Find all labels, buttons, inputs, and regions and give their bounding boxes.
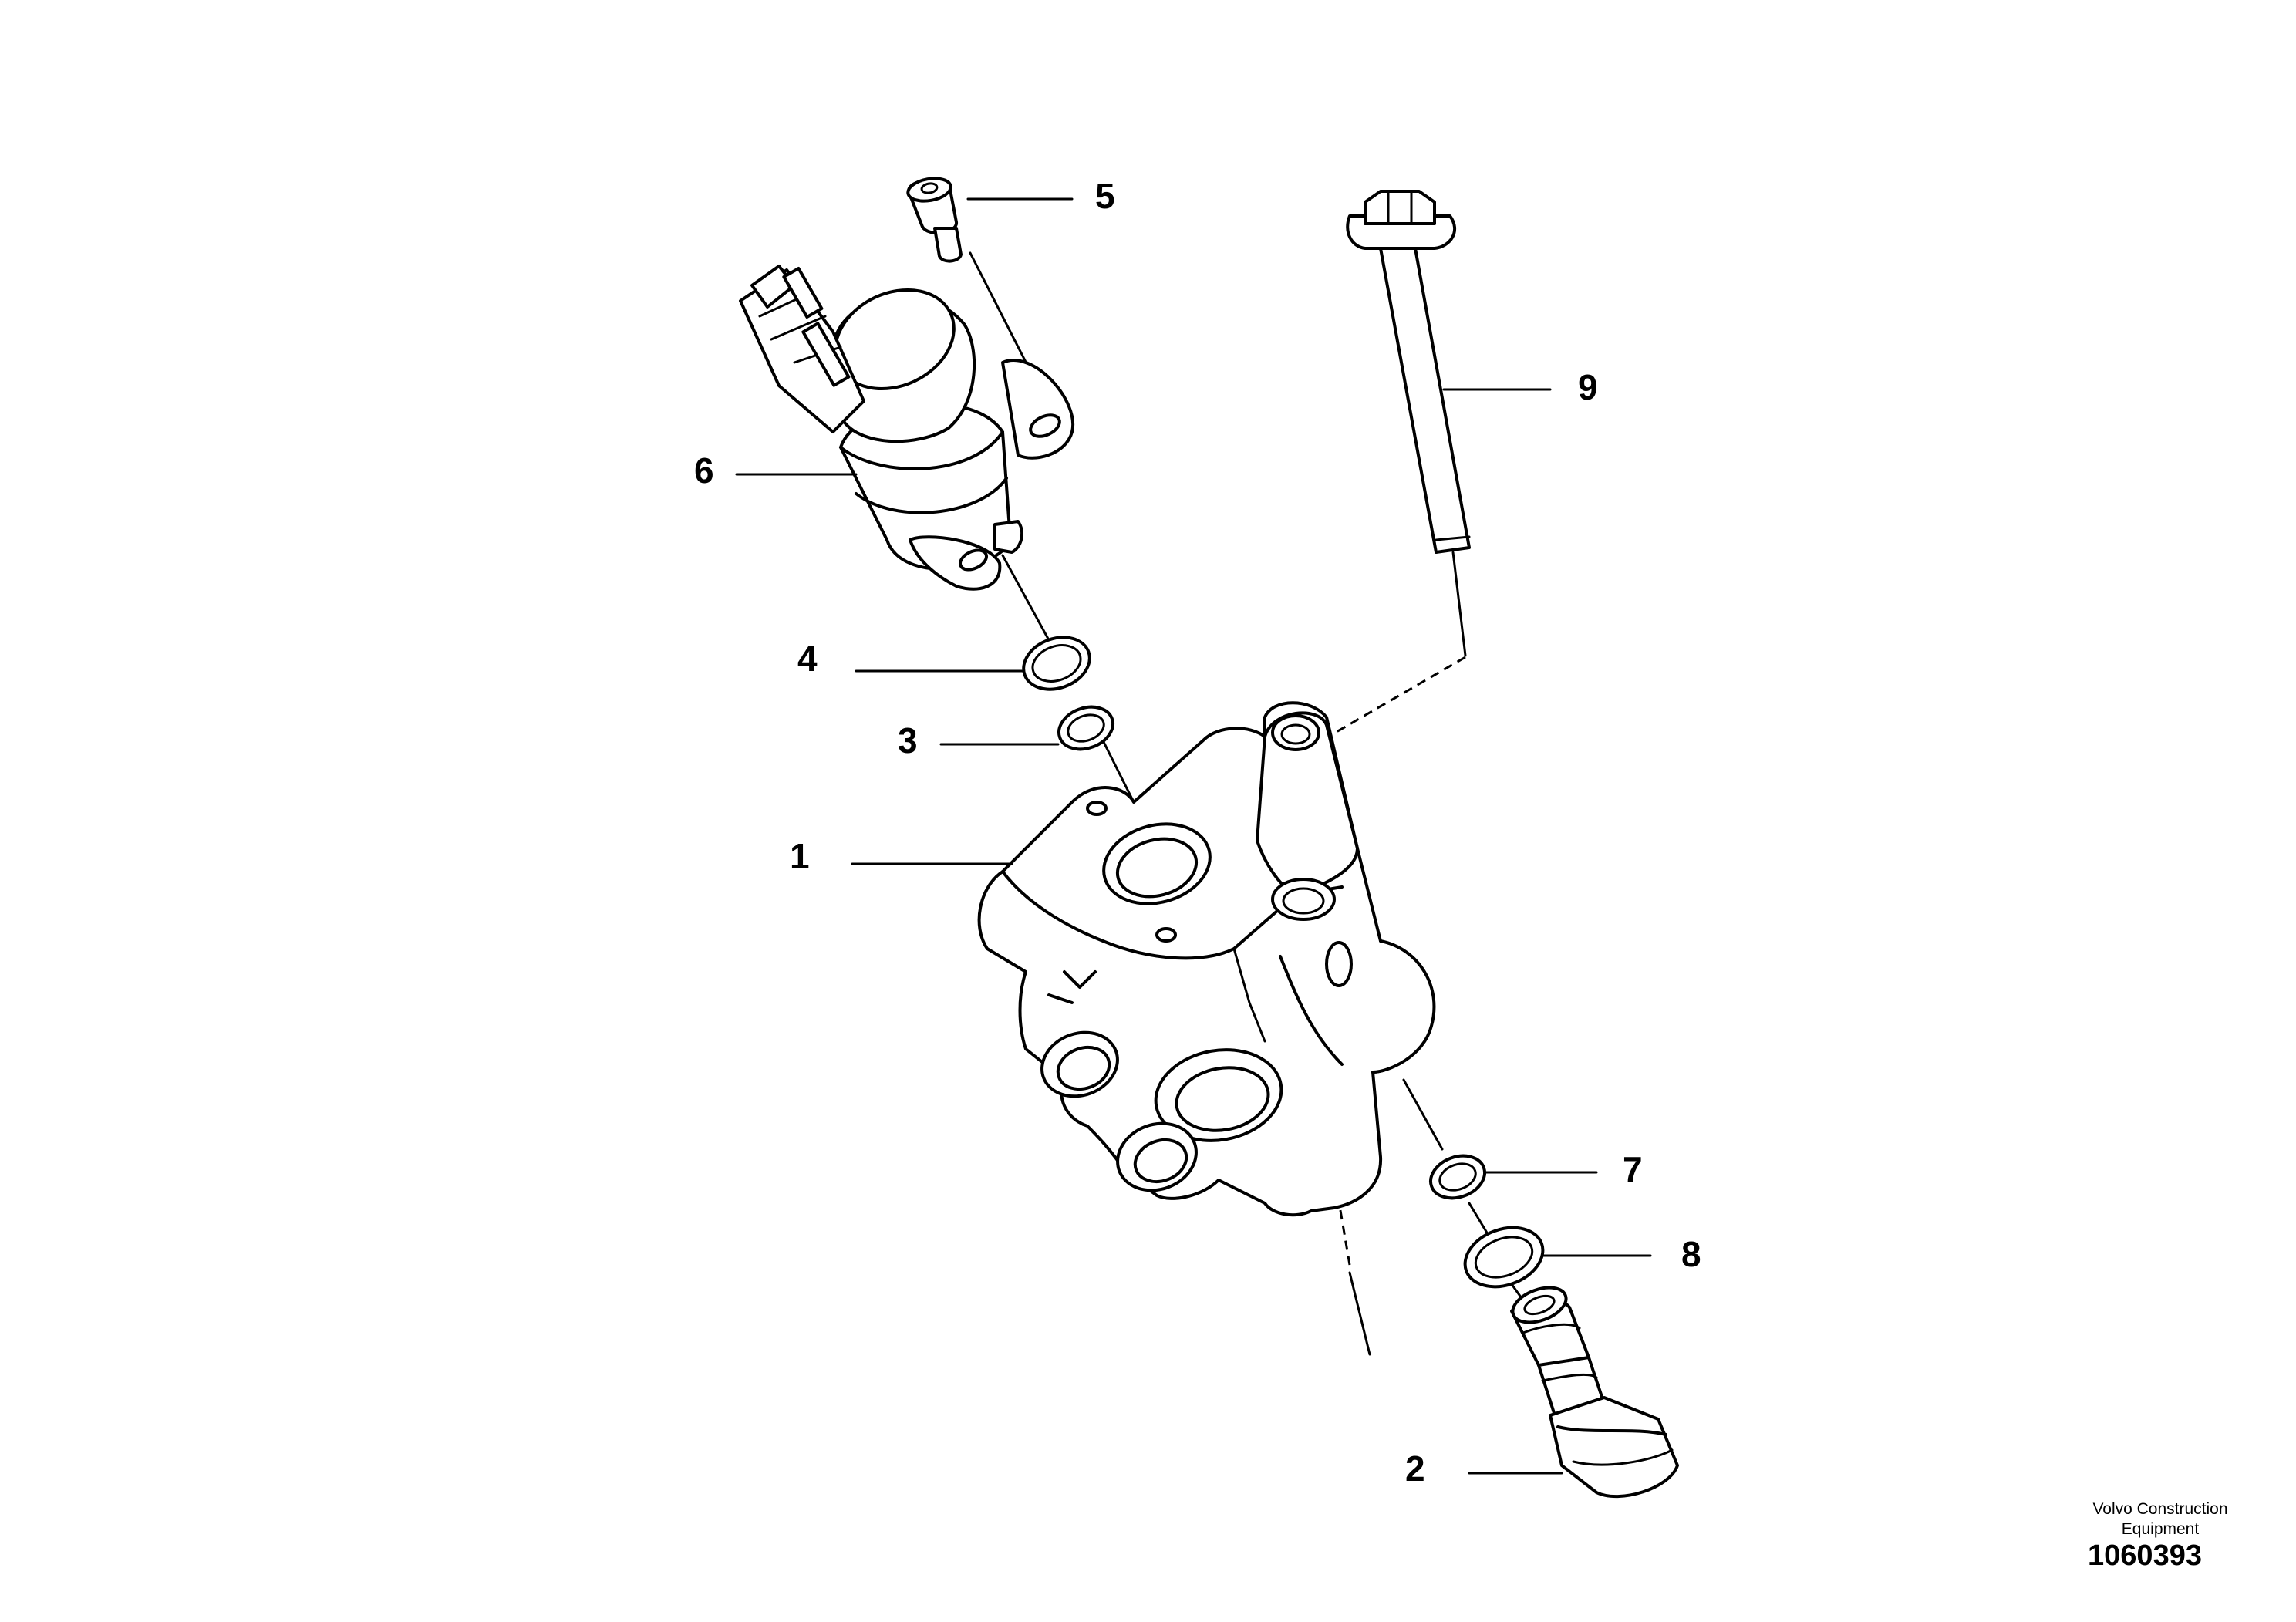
assembly-line-9 <box>1451 551 1467 657</box>
part-6-solenoid-valve <box>739 265 1075 591</box>
callout-5: 5 <box>1095 176 1115 216</box>
callout-1: 1 <box>790 836 810 876</box>
manufacturer-line-1: Volvo Construction <box>2092 1500 2228 1518</box>
part-3-o-ring <box>1057 705 1114 751</box>
callout-6: 6 <box>694 450 714 491</box>
callout-7: 7 <box>1623 1149 1643 1189</box>
manufacturer-line-2: Equipment <box>2121 1520 2200 1538</box>
part-9-flange-bolt <box>1346 190 1471 554</box>
assembly-line-7 <box>1402 1078 1444 1151</box>
manufacturer-caption: Volvo Construction Equipment <box>2068 1499 2253 1539</box>
assembly-line-6 <box>1001 554 1050 642</box>
part-5-cap-screw <box>906 177 963 263</box>
callout-2: 2 <box>1405 1448 1425 1489</box>
callout-3: 3 <box>898 720 918 760</box>
part-4-o-ring <box>1022 636 1091 691</box>
callout-8: 8 <box>1681 1234 1701 1274</box>
part-1-valve-body <box>977 701 1436 1217</box>
part-8-o-ring <box>1463 1226 1545 1289</box>
part-2-check-valve <box>1510 1286 1679 1499</box>
illustration-number: 1060393 <box>2088 1539 2202 1572</box>
callout-4: 4 <box>797 639 818 679</box>
part-7-o-ring <box>1429 1154 1486 1200</box>
callout-leaders <box>735 197 1652 1475</box>
callout-9: 9 <box>1578 367 1598 407</box>
assembly-line-9b <box>1348 1271 1371 1356</box>
